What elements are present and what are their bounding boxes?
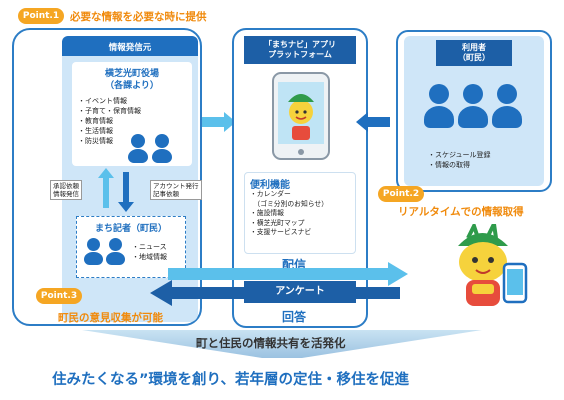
account-label: アカウント発行 記事依頼 <box>150 180 202 200</box>
delivery-arrow <box>168 262 408 286</box>
left-panel-header <box>62 36 198 56</box>
user-items: ・スケジュール登録 ・情報の取得 <box>428 151 491 169</box>
office-box <box>72 62 192 166</box>
left-to-center-arrow <box>202 112 236 132</box>
point2-text: リアルタイムでの情報取得 <box>398 206 524 218</box>
center-title: 「まちナビ」アプリ プラットフォーム <box>244 36 356 64</box>
point3-text: 町民の意見収集が可能 <box>58 312 163 324</box>
reporter-title: まち記者（町民） <box>94 224 167 234</box>
office-items: ・イベント情報 ・子育て・保育情報 ・教育情報 ・生活情報 ・防災情報 <box>78 97 141 145</box>
point1-badge: Point.1 <box>18 8 64 24</box>
features-title: 便利機能 <box>250 180 290 191</box>
left-panel-title: 情報発信元 <box>108 43 152 53</box>
features-box <box>244 172 356 254</box>
mascot-illustration <box>458 224 528 306</box>
bottom-message-2: 住みたくなる”環境を創り、若年層の定住・移住を促進 <box>52 372 409 388</box>
office-title: 横芝光町役場 <box>104 69 159 79</box>
features-list: ・カレンダー （ゴミ分別のお知らせ） ・施設情報 ・横芝光町マップ ・支援サービ… <box>250 190 329 236</box>
answer-label: 回答 <box>282 310 307 324</box>
survey-button: アンケート <box>244 281 356 303</box>
bottom-message-1: 町と住民の情報共有を活発化 <box>196 336 346 350</box>
approval-up-down-arrows <box>98 168 134 212</box>
right-panel-title: 利用者 （町民） <box>436 40 512 66</box>
smartphone-app-icon <box>272 72 330 160</box>
point1-text: 必要な情報を必要な時に提供 <box>70 11 207 23</box>
office-subtitle: （各課より） <box>105 81 159 91</box>
approval-label: 承認依頼 情報発信 <box>50 180 82 200</box>
point3-badge: Point.3 <box>36 288 82 304</box>
reporter-items: ・ニュース ・地域情報 <box>132 243 167 261</box>
right-to-center-arrow <box>356 112 390 132</box>
bottom-funnel-arrow <box>82 330 482 358</box>
point2-badge: Point.2 <box>378 186 424 202</box>
